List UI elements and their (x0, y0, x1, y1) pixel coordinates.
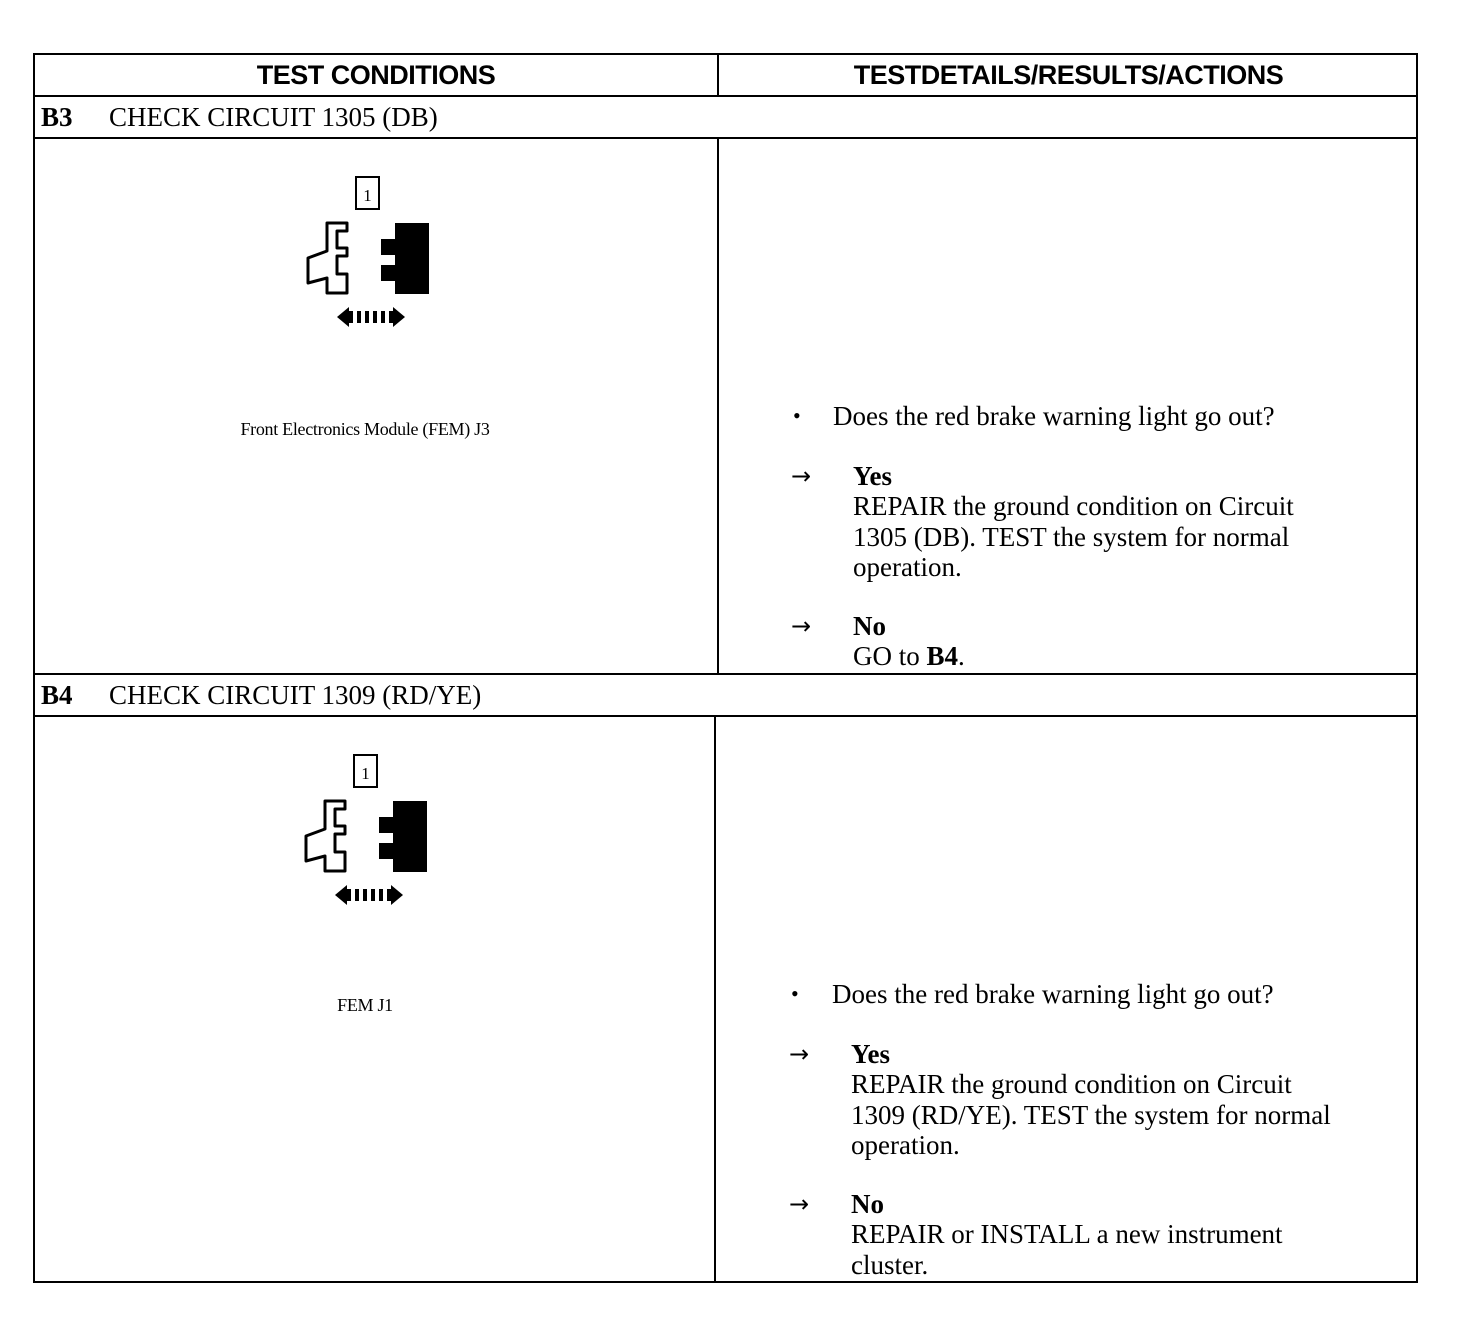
step-title: CHECK CIRCUIT 1309 (RD/YE) (109, 680, 482, 710)
answer-prefix: GO to (853, 641, 927, 671)
answer-line: cluster. (851, 1249, 929, 1280)
answer-line: operation. (851, 1130, 960, 1160)
column-divider (717, 55, 719, 95)
answer-no-text: REPAIR or INSTALL a new instrument clust… (851, 1219, 1396, 1280)
answer-no-text: GO to B4. (853, 641, 1398, 672)
answer-suffix: . (958, 641, 965, 671)
answer-yes-text: REPAIR the ground condition on Circuit 1… (851, 1069, 1396, 1161)
question-text: Does the red brake warning light go out? (832, 979, 1274, 1009)
answer-no-label: No (853, 611, 886, 641)
header-test-details: TESTDETAILS/RESULTS/ACTIONS (853, 60, 1284, 90)
svg-text:1: 1 (363, 186, 372, 205)
answer-line: REPAIR or INSTALL a new instrument (851, 1219, 1283, 1249)
svg-text:1: 1 (361, 764, 370, 783)
answer-no-label: No (851, 1189, 884, 1219)
column-divider (714, 717, 716, 1283)
connector-disconnect-icon: 1 (306, 176, 429, 327)
step-body-b3: 1 Front Electronics Module (FEM) J3 • Do… (35, 139, 1416, 675)
right-arrow-icon: → (789, 1190, 810, 1218)
step-id: B4 (41, 680, 73, 710)
right-arrow-icon: → (791, 612, 812, 640)
answer-line: REPAIR the ground condition on Circuit (853, 491, 1294, 521)
diagnostic-table: TEST CONDITIONS TESTDETAILS/RESULTS/ACTI… (33, 53, 1418, 1283)
header-test-conditions: TEST CONDITIONS (256, 60, 496, 90)
question-text: Does the red brake warning light go out? (833, 401, 1275, 431)
table-header: TEST CONDITIONS TESTDETAILS/RESULTS/ACTI… (35, 55, 1416, 97)
answer-line: 1309 (RD/YE). TEST the system for normal (851, 1099, 1331, 1130)
diagram-caption: Front Electronics Module (FEM) J3 (240, 419, 490, 439)
step-row-b3: B3 CHECK CIRCUIT 1305 (DB) (35, 97, 1416, 139)
bullet-icon: • (793, 403, 801, 428)
connector-disconnect-icon: 1 (304, 754, 427, 905)
answer-yes-text: REPAIR the ground condition on Circuit 1… (853, 491, 1398, 583)
answer-yes-label: Yes (853, 461, 892, 491)
diagram-caption: FEM J1 (337, 995, 393, 1015)
answer-line: 1305 (DB). TEST the system for normal (853, 521, 1290, 552)
step-row-b4: B4 CHECK CIRCUIT 1309 (RD/YE) (35, 675, 1416, 717)
answer-yes-label: Yes (851, 1039, 890, 1069)
step-body-b4: 1 FEM J1 • Does the red brake warning li… (35, 717, 1416, 1283)
answer-line: REPAIR the ground condition on Circuit (851, 1069, 1292, 1099)
right-arrow-icon: → (789, 1040, 810, 1068)
step-id: B3 (41, 102, 73, 132)
answer-line: operation. (853, 552, 962, 582)
bullet-icon: • (791, 981, 799, 1006)
right-arrow-icon: → (791, 462, 812, 490)
step-reference-link: B4 (926, 641, 959, 671)
step-title: CHECK CIRCUIT 1305 (DB) (109, 102, 438, 132)
column-divider (717, 139, 719, 673)
